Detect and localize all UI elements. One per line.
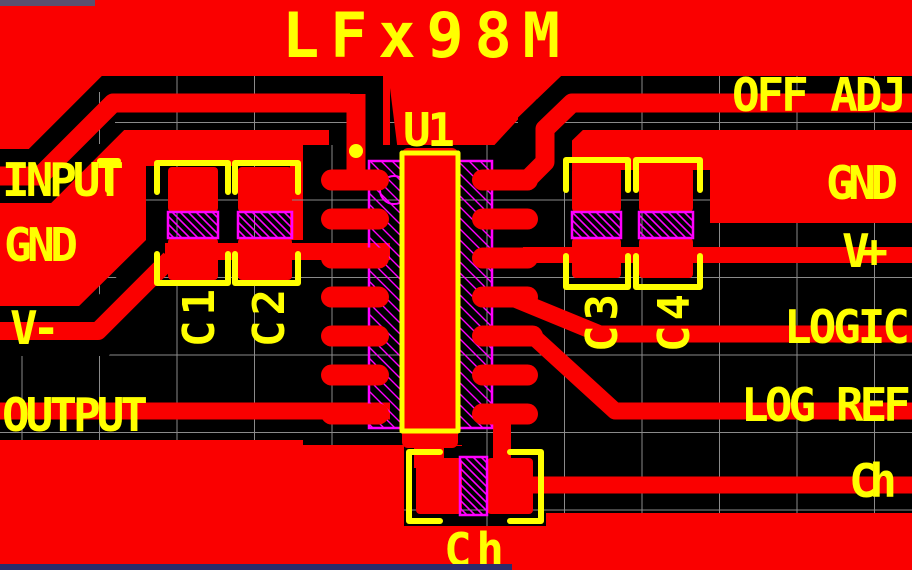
label-logic[interactable]: LOGIC	[784, 300, 910, 354]
component-u1[interactable]	[321, 144, 543, 448]
u1-body-outline	[399, 150, 461, 434]
c4-body	[637, 210, 695, 240]
c4-pad-top[interactable]	[639, 167, 693, 212]
u1-center-bar[interactable]	[402, 148, 458, 448]
c3-silk-top-bracket	[563, 157, 631, 193]
c3-pad-top[interactable]	[572, 167, 621, 212]
component-c2[interactable]	[232, 160, 301, 286]
label-gnd-right[interactable]: GND	[826, 156, 898, 210]
label-off-adj[interactable]: OFF ADJ	[732, 68, 907, 122]
gnd-pour-bottom-right[interactable]	[545, 513, 912, 570]
c1-silk-top-bracket	[154, 160, 231, 195]
c1-silk-bottom-bracket	[154, 251, 231, 286]
component-c1[interactable]	[154, 160, 231, 286]
c2-silk-bottom-bracket	[232, 251, 301, 286]
u1-pin1-dot	[349, 144, 363, 158]
c1-pad-bottom[interactable]	[168, 238, 218, 280]
corner-bar-bottom	[0, 564, 512, 570]
label-input[interactable]: INPUT	[2, 153, 124, 207]
c3-body	[570, 210, 623, 240]
u1-left-pads[interactable]	[321, 169, 389, 425]
label-ch-right[interactable]: Ch	[849, 454, 897, 508]
component-ch[interactable]	[406, 449, 544, 524]
ch-body	[458, 455, 489, 517]
gnd-wedge-to-u1[interactable]	[388, 72, 562, 152]
c4-silk-bottom-bracket	[633, 253, 703, 290]
input-trace[interactable]	[0, 93, 366, 186]
label-log-ref[interactable]: LOG REF	[741, 378, 911, 432]
ch-pad-left[interactable]	[416, 458, 462, 514]
c4-silk-top-bracket	[633, 157, 703, 193]
c1-body	[166, 210, 220, 240]
u1-right-pads[interactable]	[472, 169, 543, 425]
c3-silk-bottom-bracket	[563, 253, 631, 290]
gnd-pour-below-ch[interactable]	[380, 525, 560, 570]
logic-trace[interactable]	[501, 287, 912, 343]
vminus-trace[interactable]	[0, 252, 177, 340]
silk-t-mark	[97, 158, 121, 193]
c2-pad-top[interactable]	[238, 167, 292, 212]
label-output[interactable]: OUTPUT	[2, 388, 148, 442]
gnd-pour-bottom-left[interactable]	[0, 425, 462, 570]
ch-silk-right-bracket	[507, 449, 544, 524]
off-adj-trace[interactable]	[520, 93, 912, 187]
log-ref-trace[interactable]	[529, 331, 912, 420]
c3-pad-bottom[interactable]	[572, 238, 621, 278]
label-vminus[interactable]: V-	[10, 301, 60, 355]
c4-pad-bottom[interactable]	[639, 238, 693, 278]
corner-bar-top	[0, 0, 95, 6]
refdes-u1[interactable]: U1	[403, 103, 455, 157]
component-c3[interactable]	[563, 157, 631, 290]
label-gnd-left[interactable]: GND	[4, 218, 78, 272]
ch-silk-left-bracket	[406, 449, 443, 524]
label-vplus[interactable]: V+	[842, 224, 888, 278]
component-c4[interactable]	[633, 157, 703, 290]
c2-silk-top-bracket	[232, 160, 301, 195]
c2-body	[236, 210, 294, 240]
ch-pad-right[interactable]	[487, 458, 533, 514]
c2-pad-bottom[interactable]	[238, 238, 292, 280]
c1-pad-top[interactable]	[168, 167, 218, 212]
